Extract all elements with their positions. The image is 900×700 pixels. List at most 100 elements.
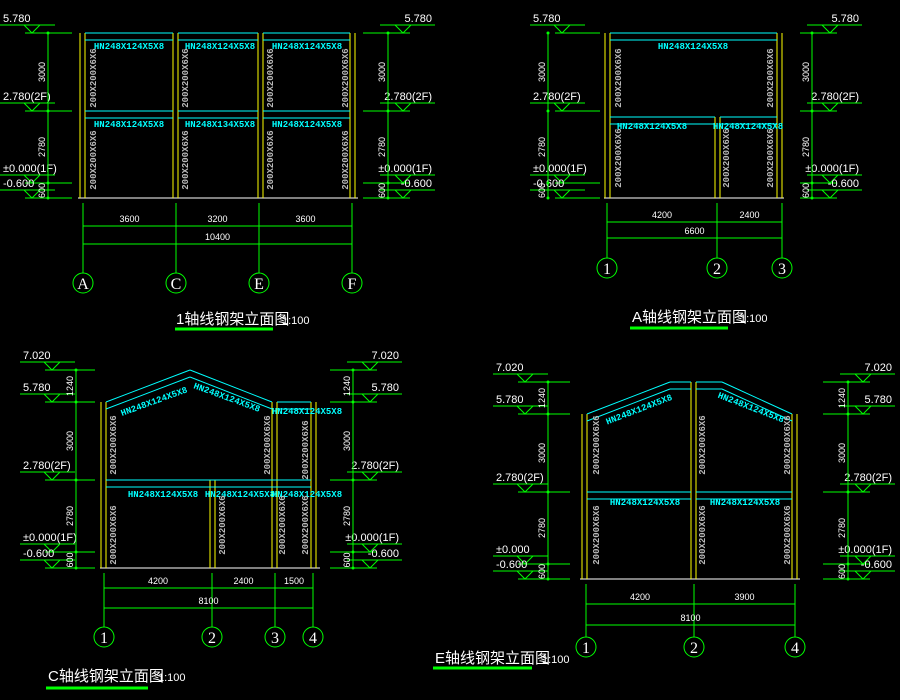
level-triangle-icon xyxy=(552,174,572,184)
dimension-tick xyxy=(546,577,550,581)
level-triangle-icon xyxy=(360,471,380,481)
level-label: 2.780(2F) xyxy=(23,460,71,472)
axis-label: 2 xyxy=(208,630,216,647)
column-section-label: 200X200X6X6 xyxy=(722,128,732,187)
axis-bubble xyxy=(201,626,223,648)
level-label: ±0.000(1F) xyxy=(805,163,859,175)
level-triangle-icon xyxy=(360,559,380,569)
level-triangle-icon xyxy=(853,405,873,415)
level-label: 5.780 xyxy=(864,394,892,406)
level-triangle-icon xyxy=(820,102,840,112)
height-dimension-label: 3000 xyxy=(342,431,352,451)
dimension-tick xyxy=(351,566,355,570)
column-section-label: 200X200X6X6 xyxy=(266,130,276,189)
level-label: 7.020 xyxy=(371,350,399,362)
span-dimension-label: 3200 xyxy=(207,214,227,224)
elevation-1: 5.7802.780(2F)±0.000(1F)-0.6003000278060… xyxy=(0,13,435,331)
level-label: ±0.000(1F) xyxy=(3,163,57,175)
axis-label: 1 xyxy=(603,261,611,278)
span-dimension-label: 4200 xyxy=(148,576,168,586)
beam-edge xyxy=(105,369,191,403)
level-marker: 5.780 xyxy=(330,382,402,403)
dimension-tick xyxy=(46,181,50,185)
level-marker: -0.600 xyxy=(823,559,895,580)
level-marker: 2.780(2F) xyxy=(330,460,402,481)
beam-section-label: HN248X124X5X8 xyxy=(94,42,164,52)
dimension-tick xyxy=(546,181,550,185)
column-section-label: 200X200X6X6 xyxy=(301,420,311,479)
axis-label: 3 xyxy=(778,261,786,278)
drawing-title: 1轴线钢架立面图 xyxy=(176,311,289,328)
level-label: -0.600 xyxy=(496,559,527,571)
column-section-label: 200X200X6X6 xyxy=(614,48,624,107)
beam-section-label: HN248X124X5X8 xyxy=(272,407,342,417)
level-label: 2.780(2F) xyxy=(844,472,892,484)
dimension-tick xyxy=(386,181,390,185)
level-marker: -0.600 xyxy=(0,178,72,199)
dimension-tick xyxy=(46,196,50,200)
dimension-tick xyxy=(546,490,550,494)
beam-section-label: HN248X134X5X8 xyxy=(185,120,255,130)
level-label: -0.600 xyxy=(401,178,432,190)
dimension-tick xyxy=(846,562,850,566)
height-dimension-label: 600 xyxy=(837,564,847,579)
dimension-tick xyxy=(846,490,850,494)
dimension-tick xyxy=(846,577,850,581)
axis-bubble xyxy=(264,626,286,648)
drawing-scale: 1:100 xyxy=(282,315,310,327)
height-dimension-label: 3000 xyxy=(65,431,75,451)
beam-section-label: HN248X124X5X8 xyxy=(205,490,275,500)
dimension-tick xyxy=(351,400,355,404)
column-section-label: 200X200X6X6 xyxy=(341,130,351,189)
level-triangle-icon xyxy=(360,393,380,403)
column-section-label: 200X200X6X6 xyxy=(181,48,191,107)
column-section-label: 200X200X6X6 xyxy=(89,130,99,189)
dimension-tick xyxy=(46,31,50,35)
axis-bubble xyxy=(93,626,115,648)
level-triangle-icon xyxy=(853,555,873,565)
height-dimension-label: 600 xyxy=(342,552,352,567)
height-dimension-label: 2780 xyxy=(377,137,387,157)
level-marker: 7.020 xyxy=(823,362,895,383)
height-dimension-label: 3000 xyxy=(377,62,387,82)
drawing-scale: 1:100 xyxy=(158,672,186,684)
beam-section-label: HN248X124X5X8 xyxy=(617,122,687,132)
axis-label: F xyxy=(348,276,357,293)
beam-section-label: HN248X124X5X8 xyxy=(716,391,785,425)
level-marker: ±0.000(1F) xyxy=(800,163,862,184)
level-triangle-icon xyxy=(360,361,380,371)
level-triangle-icon xyxy=(22,189,42,199)
level-triangle-icon xyxy=(853,570,873,580)
level-marker: 2.780(2F) xyxy=(20,460,95,481)
dimension-tick xyxy=(351,368,355,372)
axis-label: E xyxy=(254,276,264,293)
column-section-label: 200X200X6X6 xyxy=(218,495,228,554)
level-label: 2.780(2F) xyxy=(811,91,859,103)
level-triangle-icon xyxy=(552,189,572,199)
level-triangle-icon xyxy=(515,555,535,565)
dimension-tick xyxy=(74,400,78,404)
level-marker: 7.020 xyxy=(330,350,402,371)
beam-section-label: HN248X124X5X8 xyxy=(658,42,728,52)
level-label: 7.020 xyxy=(23,350,51,362)
dimension-tick xyxy=(386,196,390,200)
column-section-label: 200X200X6X6 xyxy=(109,415,119,474)
level-marker: -0.600 xyxy=(493,559,570,580)
level-marker: 2.780(2F) xyxy=(493,472,570,493)
column-section-label: 200X200X6X6 xyxy=(266,48,276,107)
height-dimension-label: 2780 xyxy=(801,137,811,157)
level-marker: -0.600 xyxy=(800,178,862,199)
level-label: 2.780(2F) xyxy=(384,91,432,103)
level-triangle-icon xyxy=(42,393,62,403)
level-label: 5.780 xyxy=(496,394,524,406)
level-triangle-icon xyxy=(393,174,413,184)
level-triangle-icon xyxy=(820,24,840,34)
total-dimension-label: 6600 xyxy=(684,226,704,236)
height-dimension-label: 1240 xyxy=(65,376,75,396)
level-marker: 2.780(2F) xyxy=(800,91,862,112)
level-triangle-icon xyxy=(42,559,62,569)
column-section-label: 200X200X6X6 xyxy=(783,505,793,564)
beam-edge xyxy=(189,376,273,410)
column-section-label: 200X200X6X6 xyxy=(698,505,708,564)
